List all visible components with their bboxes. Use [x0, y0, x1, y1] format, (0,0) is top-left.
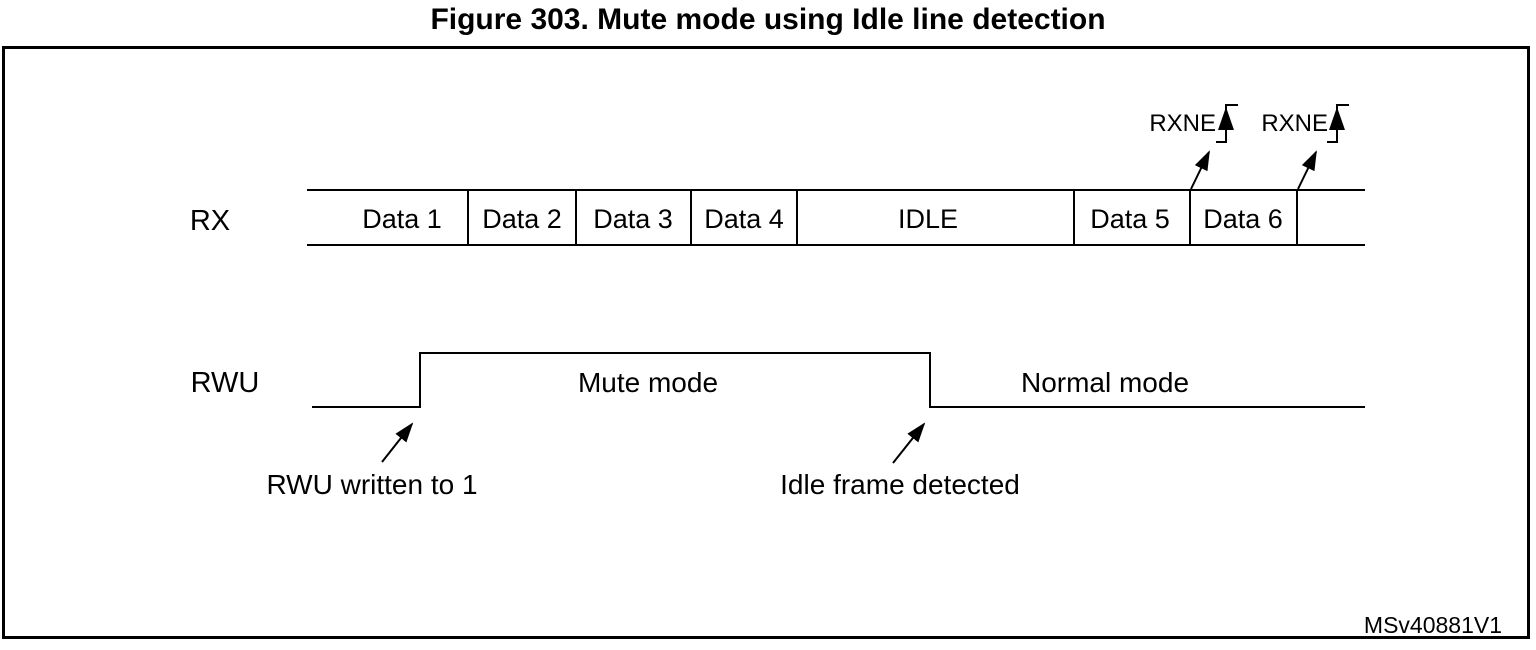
annotation-arrow: [892, 422, 926, 464]
normal-mode-label: Normal mode: [1021, 367, 1189, 398]
rwu-fall-annotation-label: Idle frame detected: [780, 469, 1020, 500]
rwu-rise-annotation: RWU written to 1: [266, 422, 478, 500]
rx-cell-label: Data 6: [1203, 204, 1283, 234]
figure-border: [2, 46, 1530, 639]
rx-data-band: Data 1 Data 2 Data 3 Data 4 IDLE Data 5 …: [307, 189, 1365, 246]
mute-mode-label: Mute mode: [578, 367, 718, 398]
rx-cell-label: Data 2: [482, 204, 562, 234]
watermark-label: MSv40881V1: [1364, 612, 1502, 638]
rxne-pointer-arrow: [1297, 150, 1317, 190]
rx-cell-label: Data 5: [1090, 204, 1170, 234]
rising-edge-arrow-icon: [1218, 107, 1234, 130]
rwu-waveform: [312, 352, 1365, 408]
rx-signal-label: RX: [190, 205, 230, 237]
rxne-pointer-arrow: [1190, 150, 1210, 190]
rising-edge-arrow-icon: [1329, 107, 1345, 130]
rx-cell-label: IDLE: [898, 204, 958, 234]
figure-title: Figure 303. Mute mode using Idle line de…: [430, 3, 1106, 36]
annotation-arrow: [381, 422, 414, 463]
rx-cell-label: Data 4: [704, 204, 784, 234]
rwu-rise-annotation-label: RWU written to 1: [266, 469, 477, 500]
rxne-annotation-2: RXNE: [1261, 104, 1349, 190]
rxne-flag-label: RXNE: [1261, 110, 1328, 137]
rx-cell-label: Data 1: [362, 204, 442, 234]
rxne-flag-label: RXNE: [1149, 110, 1216, 137]
rx-cell-label: Data 3: [593, 204, 673, 234]
rwu-signal-label: RWU: [191, 367, 260, 399]
rwu-fall-annotation: Idle frame detected: [780, 422, 1020, 500]
rxne-annotation-1: RXNE: [1149, 104, 1238, 190]
